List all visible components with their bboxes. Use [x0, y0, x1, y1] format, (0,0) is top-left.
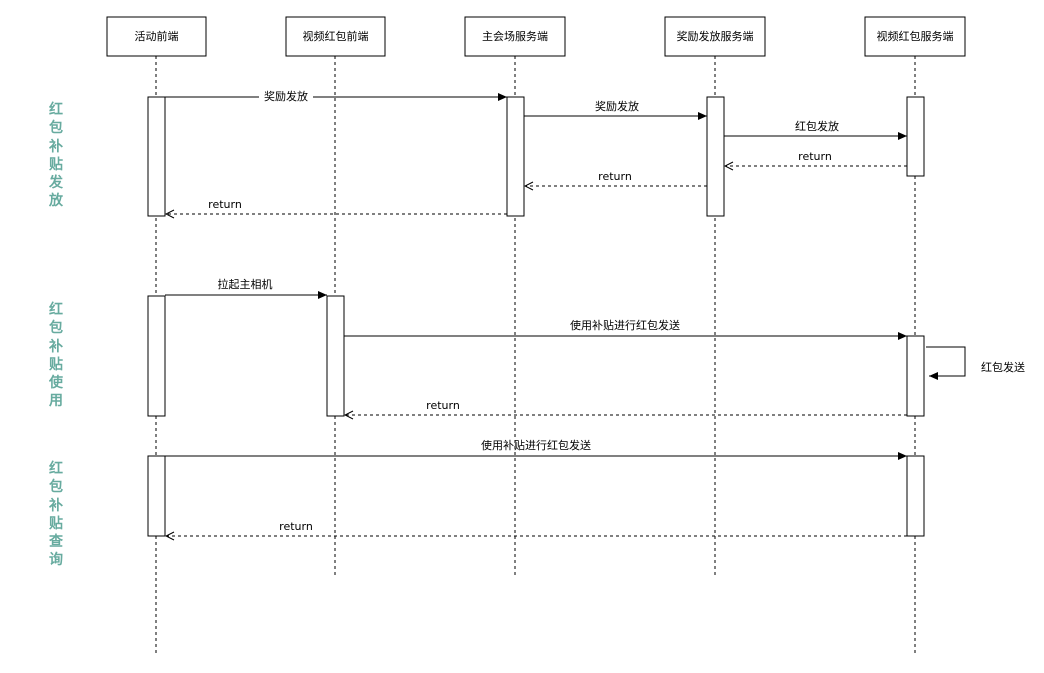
participant-box [664, 16, 766, 57]
participant-label: 奖励发放服务端 [677, 29, 754, 43]
message-label: return [798, 150, 832, 163]
section-label-distribute: 红包补贴发放 [49, 102, 63, 210]
participant-box [285, 16, 386, 57]
participant-label: 主会场服务端 [482, 29, 548, 43]
activation-bar [906, 335, 925, 417]
activation-bar [147, 455, 166, 537]
participant-label: 视频红包前端 [303, 29, 369, 43]
section-label-use: 红包补贴使用 [49, 302, 63, 410]
activation-bar [506, 96, 525, 217]
participant-box [106, 16, 207, 57]
message-label: 红包发送 [981, 360, 1025, 374]
message-label: 拉起主相机 [218, 277, 273, 291]
participant-box [864, 16, 966, 57]
message-label: return [598, 170, 632, 183]
message-label: return [208, 198, 242, 211]
message-label: 奖励发放 [595, 99, 639, 113]
message-label: 使用补贴进行红包发送 [481, 438, 591, 452]
participant-reward-server: 奖励发放服务端 [664, 16, 766, 57]
participant-main-venue-server: 主会场服务端 [464, 16, 566, 57]
participant-label: 视频红包服务端 [877, 29, 954, 43]
activation-bar [147, 295, 166, 417]
section-label-query: 红包补贴查询 [49, 461, 63, 569]
message-label: 奖励发放 [264, 89, 308, 103]
message-label: return [279, 520, 313, 533]
message-label: return [426, 399, 460, 412]
participant-video-redpacket-frontend: 视频红包前端 [285, 16, 386, 57]
participant-video-redpacket-server: 视频红包服务端 [864, 16, 966, 57]
message-label-background [259, 89, 313, 104]
participant-box [464, 16, 566, 57]
activation-bar [326, 295, 345, 417]
activation-bar [906, 455, 925, 537]
participant-activity-frontend: 活动前端 [106, 16, 207, 57]
participant-label: 活动前端 [135, 29, 179, 43]
self-message-arrow [926, 346, 966, 380]
activation-bar [706, 96, 725, 217]
activation-bar [147, 96, 166, 217]
message-label: 红包发放 [795, 119, 839, 133]
message-label: 使用补贴进行红包发送 [570, 318, 680, 332]
activation-bar [906, 96, 925, 177]
